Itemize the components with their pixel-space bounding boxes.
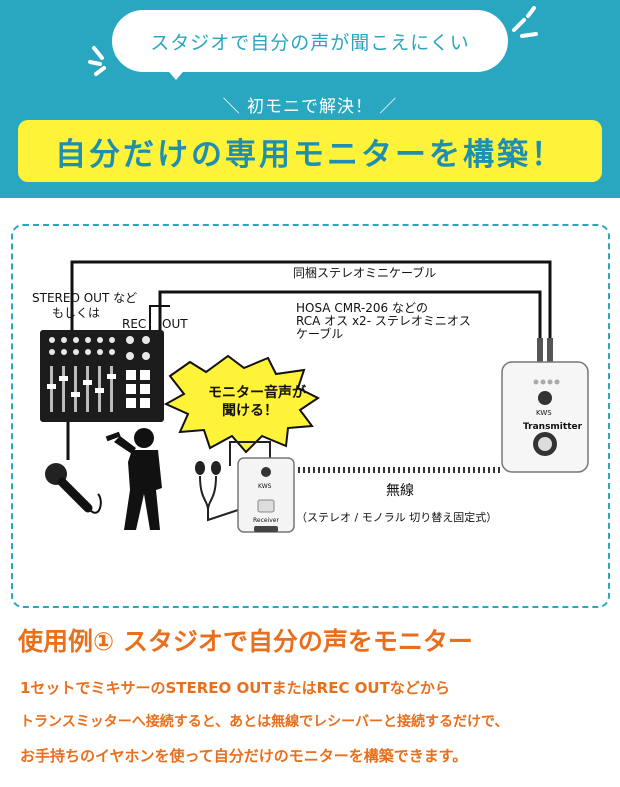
cable-label: 同梱ステレオミニケーブル <box>293 266 437 280</box>
transmitter-brand: KWS <box>536 409 552 417</box>
burst-label-2: 聞ける！ <box>222 403 278 419</box>
mixer-icon <box>40 330 164 422</box>
hosa-label-3: ケーブル <box>296 327 344 341</box>
usage-title: 使用例① スタジオで自分の声をモニター <box>18 627 473 656</box>
plug-left <box>537 338 543 362</box>
out-label: OUT <box>162 317 188 331</box>
transmitter-label: Transmitter <box>523 422 583 432</box>
usage-line-1: 1セットでミキサーのSTEREO OUTまたはREC OUTなどから <box>20 679 450 697</box>
header-banner: スタジオで自分の声が聞こえにくい ＼ 初モニで解決！ ／ 自分だけの専用モニター… <box>0 0 620 198</box>
connection-diagram <box>40 260 589 533</box>
usage-line-3: お手持ちのイヤホンを使って自分だけのモニターを構築できます。 <box>20 747 468 765</box>
splash-left-icon <box>88 46 106 76</box>
receiver-cable <box>229 441 271 466</box>
receiver-brand: KWS <box>258 483 272 490</box>
rec-label: REC <box>122 317 147 331</box>
wireless-label: 無線 <box>386 483 414 499</box>
stereo-out-label: STEREO OUT など <box>32 291 138 305</box>
or-label: もしくは <box>52 306 101 320</box>
receiver-device <box>237 457 295 533</box>
burst-label-1: モニター音声が <box>208 385 306 401</box>
transmitter-device <box>501 361 589 473</box>
mode-label: （ステレオ / モノラル 切り替え固定式） <box>296 511 498 524</box>
inner-cable <box>149 305 170 334</box>
hosa-label-2: RCA オス x2- ステレオミニオス <box>296 314 471 328</box>
starburst-callout <box>163 354 320 454</box>
bubble-text: スタジオで自分の声が聞こえにくい <box>150 31 470 54</box>
usage-line-2: トランスミッターへ接続すると、あとは無線でレシーバーと接続するだけで、 <box>20 714 509 730</box>
microphone-icon <box>45 463 102 514</box>
speech-bubble-tail <box>164 66 188 80</box>
earbuds-icon <box>195 461 239 522</box>
stereo-mini-cable-outer <box>70 260 552 362</box>
plug-right <box>547 338 553 362</box>
diagram-frame <box>11 224 610 608</box>
main-title: 自分だけの専用モニターを構築！ <box>55 136 565 173</box>
title-box: 自分だけの専用モニターを構築！ <box>18 120 602 182</box>
singer-silhouette-icon <box>105 428 162 530</box>
hosa-label-1: HOSA CMR-206 などの <box>296 301 428 315</box>
splash-right-icon <box>512 6 538 38</box>
speech-bubble: スタジオで自分の声が聞こえにくい <box>112 10 508 72</box>
rec-out-cable <box>158 290 542 362</box>
sub-headline: ＼ 初モニで解決！ ／ <box>222 97 398 117</box>
receiver-label: Receiver <box>253 517 279 524</box>
